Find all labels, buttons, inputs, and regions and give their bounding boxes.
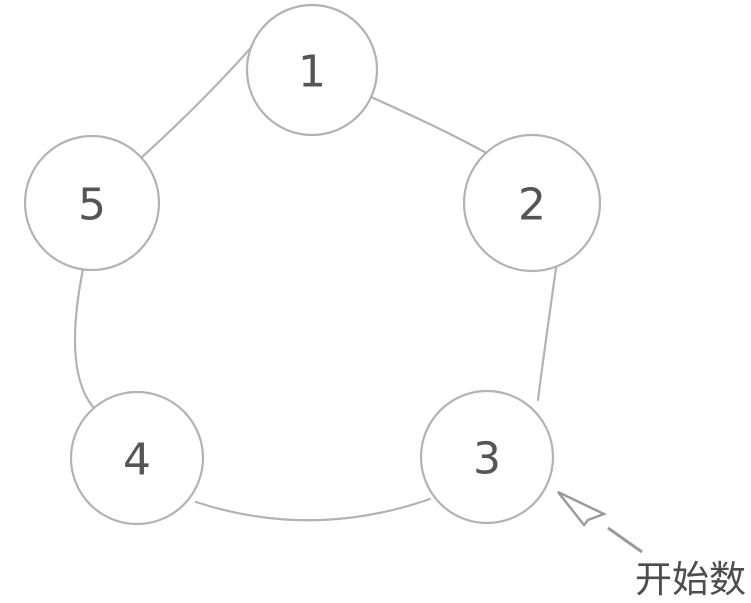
- node-3-circle[interactable]: [419, 389, 555, 525]
- node-1-circle[interactable]: [245, 3, 379, 137]
- node-4-circle[interactable]: [69, 390, 205, 526]
- node-2-label: 2: [518, 180, 546, 231]
- link-node2-node3: [536, 266, 558, 402]
- node-2[interactable]: 2: [462, 133, 602, 273]
- node-5-circle[interactable]: [23, 134, 161, 272]
- node-5[interactable]: 5: [23, 134, 161, 272]
- node-3-label: 3: [473, 434, 501, 485]
- node-3[interactable]: 3: [419, 389, 555, 525]
- node-1[interactable]: 1: [245, 3, 379, 137]
- link-node3-node4: [194, 497, 432, 522]
- annotation-label: 开始数: [635, 558, 746, 601]
- annotation-arrow-shaft: [607, 526, 643, 554]
- ring-links: [73, 39, 558, 522]
- node-5-label: 5: [78, 180, 106, 231]
- link-node5-node1: [139, 39, 259, 160]
- node-2-circle[interactable]: [462, 133, 602, 273]
- node-4[interactable]: 4: [69, 390, 205, 526]
- node-1-label: 1: [298, 47, 326, 98]
- annotation-arrow-head: [557, 490, 608, 527]
- link-node1-node2: [369, 95, 492, 157]
- node-4-label: 4: [123, 435, 151, 486]
- link-node4-node5: [73, 267, 95, 409]
- start-annotation: 开始数: [557, 490, 746, 601]
